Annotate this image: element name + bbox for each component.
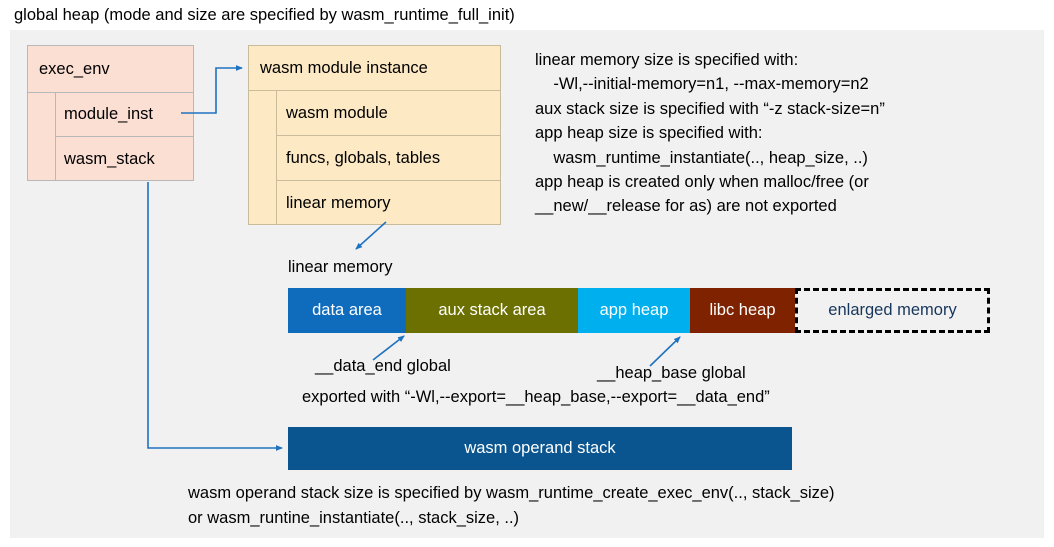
- exported-with-label: exported with “-Wl,--export=__heap_base,…: [302, 388, 770, 406]
- wmi-field-wasm-module: wasm module: [277, 91, 500, 136]
- heap-base-global-label: __heap_base global: [597, 364, 746, 382]
- memory-segment-app-heap: app heap: [578, 288, 690, 333]
- wasm-operand-stack-note: wasm operand stack size is specified by …: [188, 484, 835, 527]
- wasm-operand-stack-box: wasm operand stack: [288, 427, 792, 470]
- exec-env-gutter: [28, 93, 56, 181]
- linear-memory-caption: linear memory: [288, 258, 393, 276]
- wasm-module-instance-box: wasm module instance wasm module funcs, …: [248, 45, 501, 225]
- memory-segment-enlarged-memory: enlarged memory: [795, 288, 990, 333]
- memory-segment-libc-heap: libc heap: [690, 288, 795, 333]
- wmi-field-linear-memory: linear memory: [286, 194, 391, 212]
- memory-segment-data-area: data area: [288, 288, 406, 333]
- wmi-field-funcs-globals-tables: funcs, globals, tables: [277, 136, 500, 181]
- wasm-module-instance-title: wasm module instance: [249, 46, 500, 91]
- page-title: global heap (mode and size are specified…: [14, 6, 515, 24]
- exec-env-box: exec_env module_inst wasm_stack: [27, 45, 194, 181]
- memory-segment-aux-stack-area: aux stack area: [406, 288, 578, 333]
- linear-memory-note: linear memory size is specified with: -W…: [535, 51, 885, 216]
- data-end-global-label: __data_end global: [315, 357, 451, 375]
- exec-env-field-module-inst: module_inst: [56, 93, 194, 137]
- wasm-module-instance-gutter: [249, 91, 277, 224]
- exec-env-title: exec_env: [28, 46, 193, 93]
- exec-env-field-wasm-stack: wasm_stack: [64, 149, 155, 168]
